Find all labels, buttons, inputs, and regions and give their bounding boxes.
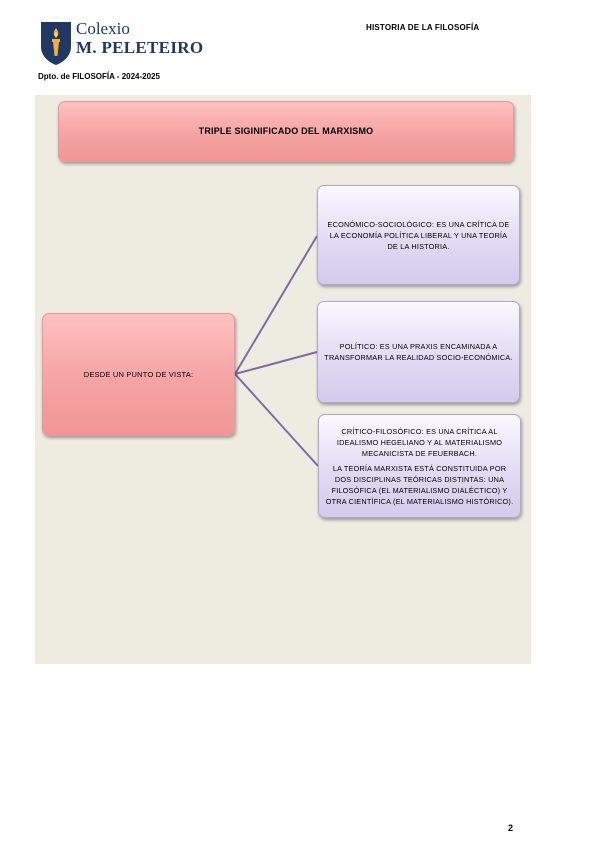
branch-node-economic: ECONÓMICO-SOCIOLÓGICO: ES UNA CRÍTICA DE… bbox=[317, 185, 520, 285]
diagram-title-box: TRIPLE SIGINIFICADO DEL MARXISMO bbox=[58, 101, 514, 162]
branch-node-political: POLÍTICO: ES UNA PRAXIS ENCAMINADA A TRA… bbox=[317, 301, 520, 403]
school-name-line2: M. PELETEIRO bbox=[76, 38, 204, 57]
school-name-line1: Colexio bbox=[76, 19, 130, 38]
root-node-label: DESDE UN PUNTO DE VISTA: bbox=[83, 370, 194, 379]
page-number: 2 bbox=[508, 823, 514, 833]
school-name: Colexio M. PELETEIRO bbox=[76, 19, 203, 57]
branch-node-text: POLÍTICO: ES UNA PRAXIS ENCAMINADA A TRA… bbox=[324, 342, 513, 362]
school-crest-icon bbox=[41, 22, 71, 65]
branch-node-text-secondary: LA TEORÍA MARXISTA ESTÁ CONSTITUIDA POR … bbox=[325, 463, 514, 506]
branch-node-text: ECONÓMICO-SOCIOLÓGICO: ES UNA CRÍTICA DE… bbox=[327, 219, 510, 251]
branch-node-critical: CRÍTICO-FILOSÓFICO: ES UNA CRÍTICA AL ID… bbox=[318, 414, 521, 518]
subject-title: HISTORIA DE LA FILOSOFÍA bbox=[366, 23, 480, 32]
department-label: Dpto. de FILOSOFÍA - 2024-2025 bbox=[38, 72, 160, 81]
root-node: DESDE UN PUNTO DE VISTA: bbox=[42, 313, 235, 436]
branch-node-text: CRÍTICO-FILOSÓFICO: ES UNA CRÍTICA AL ID… bbox=[336, 426, 503, 458]
diagram-title: TRIPLE SIGINIFICADO DEL MARXISMO bbox=[198, 126, 374, 136]
